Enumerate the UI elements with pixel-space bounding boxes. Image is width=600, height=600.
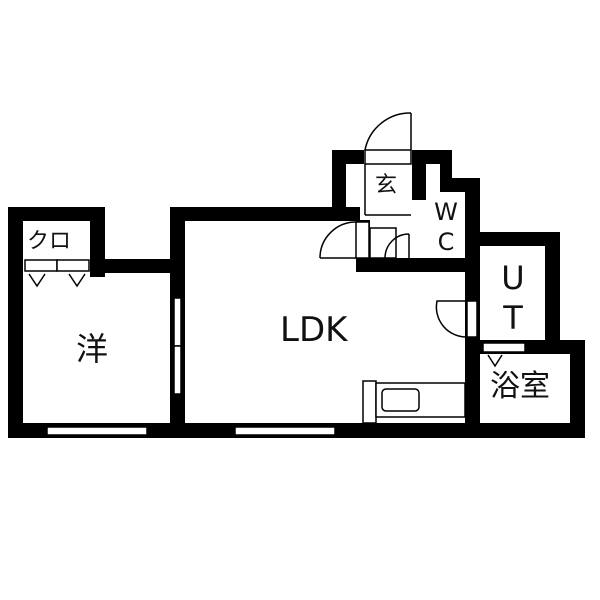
room-label-wc: W C	[431, 197, 461, 257]
room-label-utility: U T	[498, 258, 528, 338]
kitchen-counter	[362, 380, 466, 424]
wc-door	[369, 227, 410, 259]
room-label-closet: クロ	[27, 229, 72, 254]
room-label-entrance: 玄	[375, 173, 398, 198]
ldk-door	[319, 221, 370, 259]
room-label-ldk: LDK	[280, 310, 348, 350]
room-label-wc-line1: W	[434, 198, 458, 226]
entrance-door	[364, 112, 412, 216]
room-label-bathroom: 浴室	[490, 369, 550, 404]
room-label-wc-line2: C	[437, 228, 455, 256]
closet-doors	[24, 259, 90, 288]
room-label-utility-line1: U	[501, 259, 525, 297]
room-label-western: 洋	[76, 330, 109, 368]
windows	[46, 297, 336, 436]
ut-door	[435, 300, 478, 338]
bathroom-door	[482, 342, 526, 368]
room-label-utility-line2: T	[503, 299, 523, 337]
